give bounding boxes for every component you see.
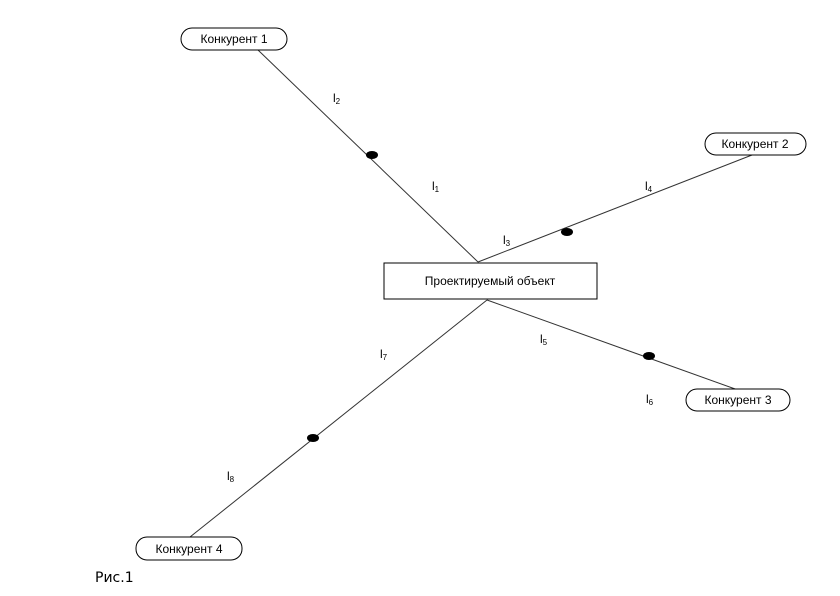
edge-center-competitor-2 bbox=[477, 154, 753, 263]
competitor-node-4: Конкурент 4 bbox=[135, 536, 243, 561]
competitor-node-3-box bbox=[685, 388, 791, 412]
dot-competitor-2 bbox=[561, 228, 573, 236]
competitor-node-1-label: Конкурент 1 bbox=[200, 32, 267, 46]
edge-center-competitor-4 bbox=[189, 299, 488, 538]
center-node-box bbox=[383, 262, 598, 300]
segment-label-l6: l6 bbox=[646, 392, 654, 407]
competitor-node-2-box bbox=[704, 132, 807, 156]
edge-center-competitor-3 bbox=[486, 299, 739, 391]
segment-label-l2: l2 bbox=[333, 91, 341, 106]
competitor-node-1: Конкурент 1 bbox=[180, 27, 288, 51]
segment-label-l3: l3 bbox=[503, 233, 511, 248]
segment-label-l8: l8 bbox=[227, 469, 235, 484]
figure-caption: Рис.1 bbox=[95, 570, 134, 586]
competitor-node-3: Конкурент 3 bbox=[685, 388, 791, 412]
competitor-node-4-box bbox=[135, 536, 243, 561]
competitor-node-2-label: Конкурент 2 bbox=[721, 137, 788, 151]
segment-label-l1: l1 bbox=[432, 179, 440, 194]
dot-competitor-1 bbox=[366, 151, 378, 159]
competitor-node-3-label: Конкурент 3 bbox=[704, 393, 771, 407]
center-node-label: Проектируемый объект bbox=[425, 274, 556, 288]
competitor-node-1-box bbox=[180, 27, 288, 51]
center-node: Проектируемый объект bbox=[383, 262, 598, 300]
segment-label-l4: l4 bbox=[645, 179, 653, 194]
dot-competitor-3 bbox=[643, 352, 655, 360]
competitor-node-4-label: Конкурент 4 bbox=[155, 542, 222, 556]
segment-label-l7: l7 bbox=[380, 347, 388, 362]
dot-competitor-4 bbox=[307, 434, 319, 442]
competitor-node-2: Конкурент 2 bbox=[704, 132, 807, 156]
segment-label-l5: l5 bbox=[540, 332, 548, 347]
